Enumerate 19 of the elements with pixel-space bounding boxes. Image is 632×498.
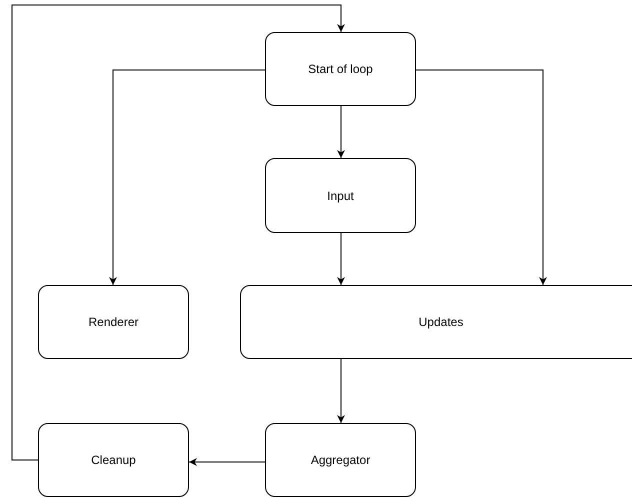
process-box	[38, 285, 189, 359]
arrow	[337, 232, 345, 286]
arrow	[188, 458, 266, 466]
box-label: Aggregator	[310, 453, 370, 467]
process-box	[265, 32, 416, 106]
box-label: Input	[327, 188, 354, 202]
process-box	[265, 158, 416, 233]
arrow	[337, 106, 345, 158]
process-box	[38, 423, 189, 497]
process-box	[240, 285, 632, 359]
box-label: Cleanup	[91, 453, 136, 467]
process-box	[265, 423, 416, 497]
box-label: Updates	[418, 315, 464, 329]
box-label: Start of loop	[308, 62, 373, 76]
arrow	[337, 358, 345, 424]
arrow	[12, 4, 345, 460]
box-label: Renderer	[88, 315, 139, 329]
arrow	[416, 70, 547, 286]
arrow	[109, 70, 266, 286]
